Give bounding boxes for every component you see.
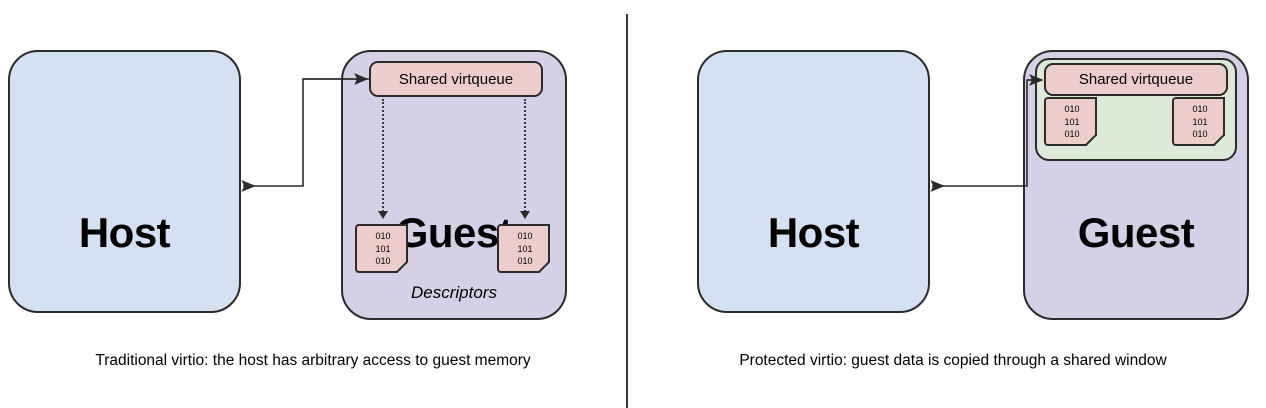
host-box-protected: Host [697, 50, 930, 313]
shared-virtqueue-label: Shared virtqueue [1078, 71, 1194, 88]
descriptor-box-1: 010 101 010 [1044, 97, 1100, 147]
descriptor-box-1: 010 101 010 [355, 224, 411, 274]
shared-virtqueue-box-protected: Shared virtqueue [1044, 63, 1228, 96]
descriptor-box-2: 010 101 010 [497, 224, 553, 274]
connector-arrowhead-1 [378, 211, 388, 219]
shared-virtqueue-box-traditional: Shared virtqueue [369, 61, 543, 97]
panel-caption-protected: Protected virtio: guest data is copied t… [739, 352, 1167, 369]
panel-divider [626, 14, 628, 408]
descriptor-shape-icon [1044, 97, 1097, 146]
descriptors-caption: Descriptors [411, 283, 497, 302]
host-label: Host [767, 209, 860, 256]
virtqueue-to-descriptor-connector-1 [382, 99, 384, 212]
host-label: Host [78, 209, 171, 256]
connector-arrowhead-2 [520, 211, 530, 219]
panel-traditional-virtio: Host Guest Shared virtqueue 010 101 010 [0, 0, 626, 408]
guest-label: Guest [395, 209, 513, 256]
panel-protected-virtio: Host Guest Shared virtqueue 010 101 010 [640, 0, 1266, 408]
guest-label: Guest [1077, 209, 1195, 256]
virtqueue-to-descriptor-connector-2 [524, 99, 526, 212]
panel-caption-traditional: Traditional virtio: the host has arbitra… [95, 352, 531, 369]
descriptor-box-2: 010 101 010 [1172, 97, 1228, 147]
host-box-traditional: Host [8, 50, 241, 313]
descriptor-shape-icon [1172, 97, 1225, 146]
descriptor-shape-icon [355, 224, 408, 273]
descriptor-shape-icon [497, 224, 550, 273]
shared-virtqueue-label: Shared virtqueue [398, 70, 514, 88]
